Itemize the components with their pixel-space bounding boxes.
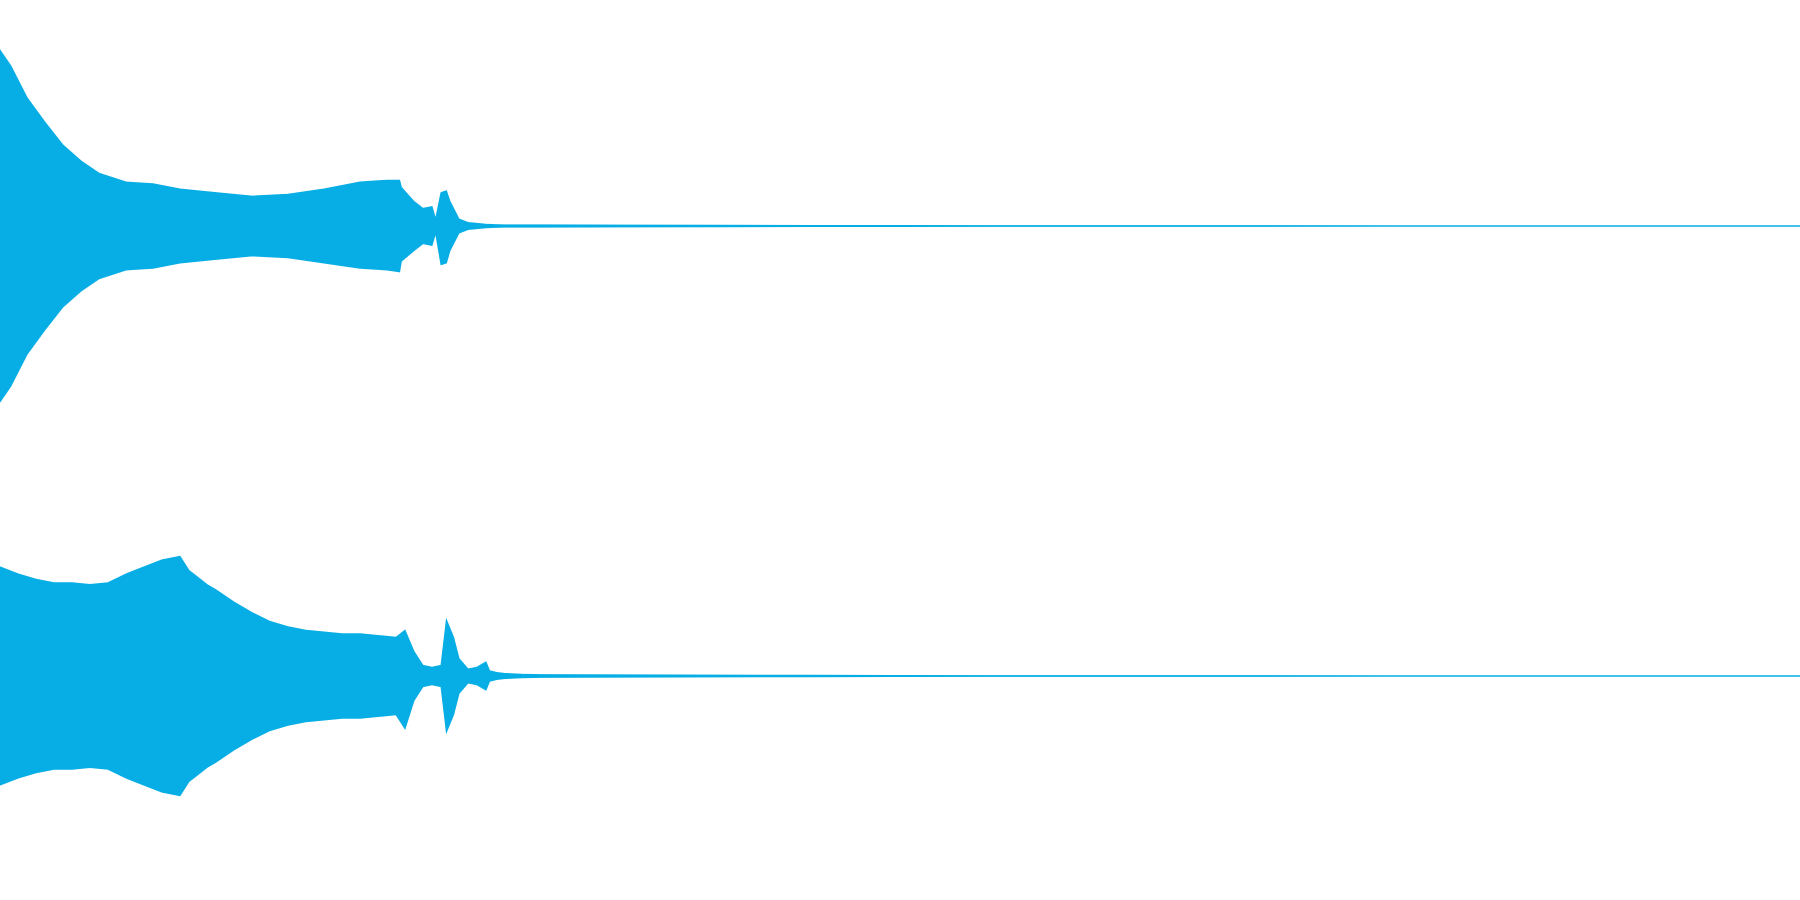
waveform-chart <box>0 49 1800 797</box>
waveform-view <box>0 49 1800 797</box>
